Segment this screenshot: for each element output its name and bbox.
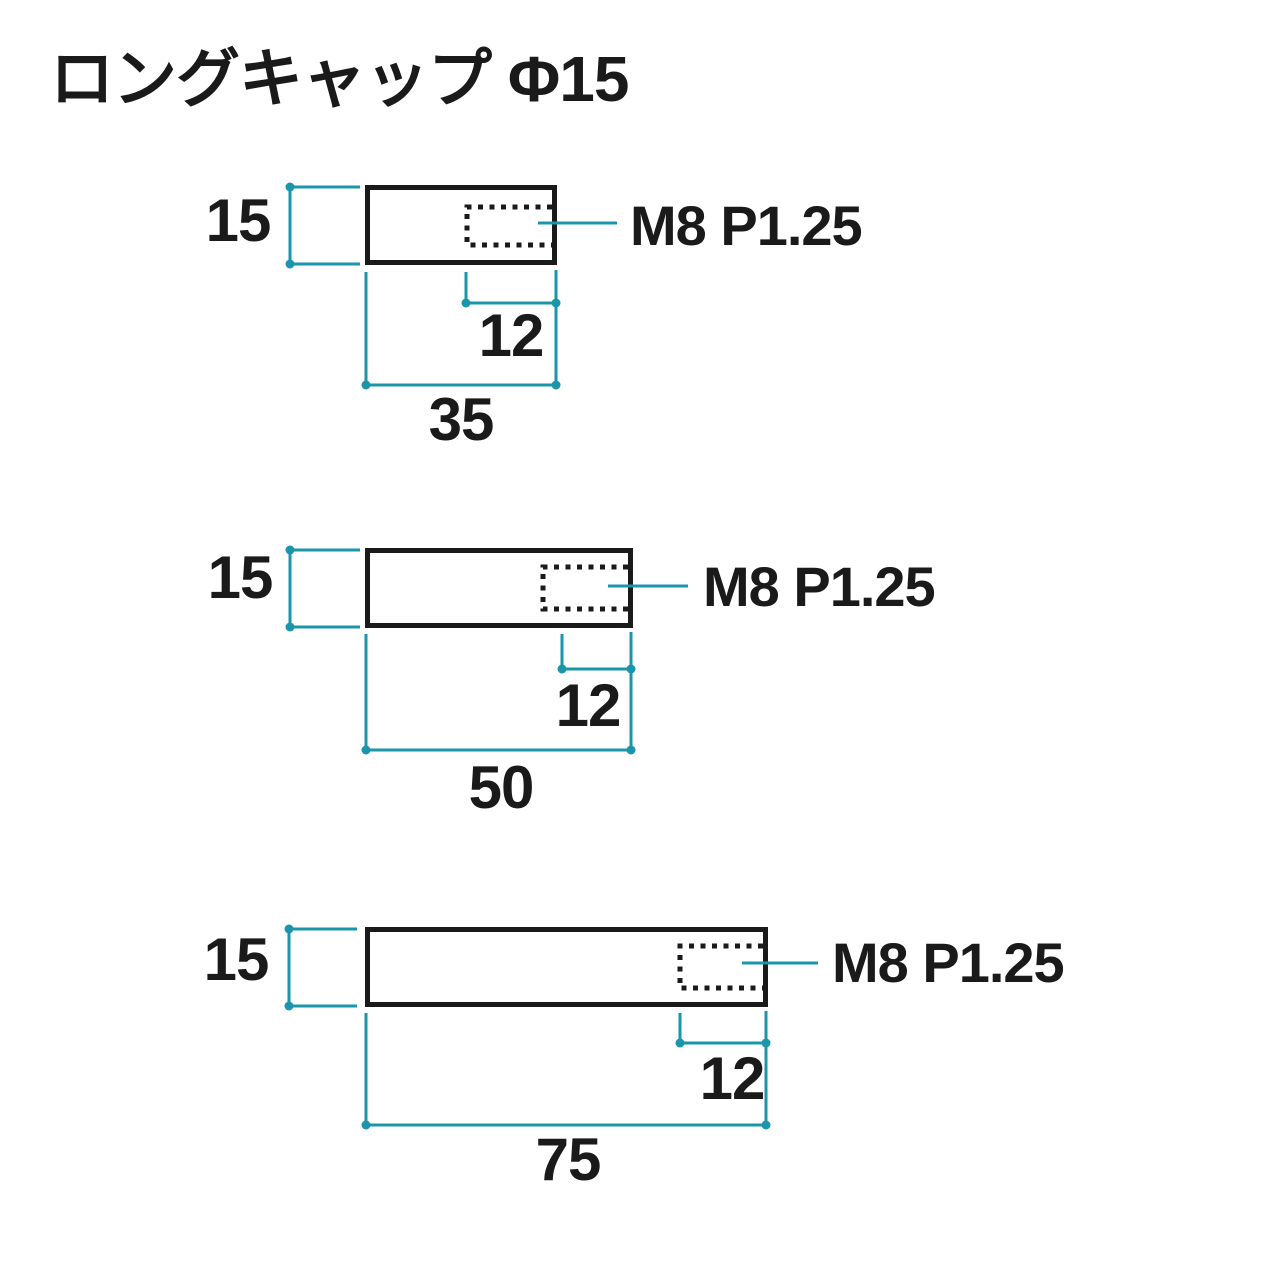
thread-spec-label: M8 P1.25	[630, 194, 863, 257]
threaded-hole-hidden-line	[677, 943, 763, 991]
dim-dot	[285, 622, 295, 632]
thread-depth-dim-value: 12	[699, 1045, 766, 1112]
dim-dot	[284, 924, 294, 934]
dim-dot	[361, 380, 371, 390]
dim-dot	[675, 1038, 685, 1048]
dim-dot	[461, 298, 471, 308]
dim-dot	[551, 298, 561, 308]
dim-dot	[361, 1120, 371, 1130]
cap-body-outline	[365, 548, 633, 628]
length-dim-value: 50	[468, 754, 535, 821]
dim-dot	[551, 380, 561, 390]
drawing-cap-35	[285, 182, 617, 390]
thread-spec-label: M8 P1.25	[703, 555, 936, 618]
dim-dot	[361, 745, 371, 755]
threaded-hole-hidden-line	[540, 564, 628, 612]
height-dim-value: 15	[203, 926, 270, 993]
threaded-hole-hidden-line	[464, 204, 552, 248]
dim-dot	[557, 664, 567, 674]
drawing-cap-75	[284, 924, 818, 1130]
drawing-cap-50	[285, 545, 688, 755]
length-dim-value: 75	[535, 1126, 602, 1193]
dim-dot	[626, 664, 636, 674]
dim-dot	[284, 1001, 294, 1011]
height-dim-value: 15	[207, 544, 274, 611]
thread-spec-label: M8 P1.25	[832, 931, 1065, 994]
cap-body-outline	[365, 185, 557, 265]
thread-depth-dim-value: 12	[555, 672, 622, 739]
page-title: ロングキャップ Φ15	[50, 43, 629, 115]
dim-dot	[761, 1120, 771, 1130]
dim-dot	[285, 259, 295, 269]
dim-dot	[285, 545, 295, 555]
height-dim-value: 15	[205, 187, 272, 254]
dim-dot	[626, 745, 636, 755]
dim-dot	[285, 182, 295, 192]
dim-dot	[761, 1038, 771, 1048]
thread-depth-dim-value: 12	[478, 302, 545, 369]
cap-body-outline	[365, 927, 768, 1007]
length-dim-value: 35	[428, 386, 495, 453]
